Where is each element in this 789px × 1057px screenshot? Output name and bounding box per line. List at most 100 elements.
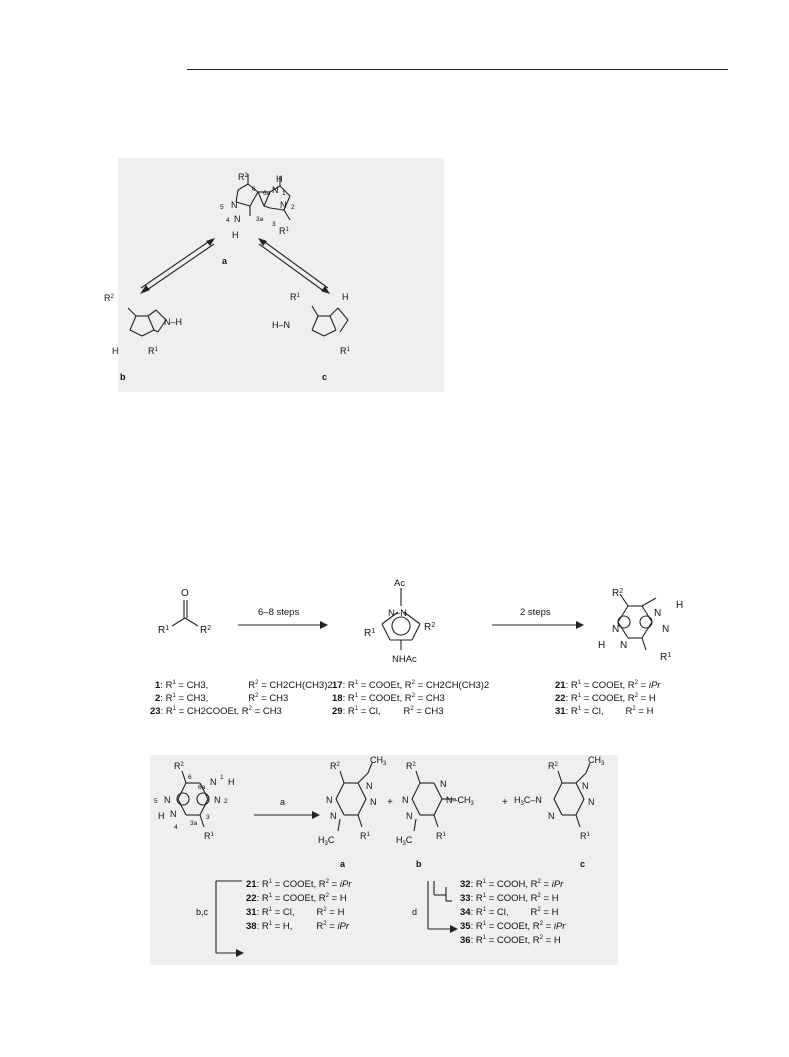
scheme2-compound-33: 33: R1 = COOH, R2 = H [460,893,559,905]
scheme2-compound-22: 22: R1 = COOEt, R2 = H [246,893,347,905]
product-structure [617,593,657,651]
product-b-n-ch3: N–CH3 [446,795,475,807]
scheme2-start-r2: R2 [174,761,185,771]
reagent-bc-label: b,c [196,907,209,917]
product-b-n-top: N [440,779,447,789]
tautomer-a-pos3a: 3a [256,216,264,223]
plus-1: + [387,797,393,808]
scheme2-compound-38: 38: R1 = H,R2 = iPr [246,921,350,933]
tautomer-a-label: a [222,256,228,266]
tautomer-a-pos5: 5 [220,204,224,211]
plus-2: + [502,797,508,808]
scheme2-start-pos6: 6 [188,774,192,781]
scheme1-compound-18: 18: R1 = COOEt, R2 = CH3 [332,693,445,705]
scheme2-start-pos2: 2 [224,798,228,805]
scheme2-start-n1: N [210,777,217,787]
product-b-r1: R1 [436,831,447,841]
tautomer-a-r2: R2 [238,172,249,182]
scheme2-start-n2: N [214,795,221,805]
tautomer-a-structure [235,174,291,221]
tautomer-a-h-top: H [276,174,283,184]
product-a-r2: R2 [330,761,341,771]
product-n-right: N [662,624,669,635]
scheme2-start-pos6a: 6a [198,784,206,791]
scheme1-compound-22: 22: R1 = COOEt, R2 = H [555,693,656,705]
equilibrium-arrow-left [140,238,215,294]
pyrazole-n-n: N–N [388,608,407,619]
pyrazole-r2: R2 [424,622,435,633]
header-rule [187,69,728,70]
scheme1-compound-17: 17: R1 = COOEt, R2 = CH2CH(CH3)2 [332,680,490,692]
scheme1-compound-2: 2: R1 = CH3,R2 = CH3 [155,693,289,705]
product-c-ch3: CH3 [588,755,605,767]
scheme2-compound-32: 32: R1 = COOH, R2 = iPr [460,879,564,891]
product-n-left: N [612,624,619,635]
scheme2-start-pos1: 1 [220,774,224,781]
product-b-h3c: H3C [396,835,413,847]
synthesis-scheme-1: O R1 R2 6–8 steps Ac N–N R1 R2 NHAc 2 st… [150,578,710,716]
scheme2-start-pos4: 4 [174,824,178,831]
product-a-structure [335,762,373,832]
scheme2-start-pos3: 3 [206,814,210,821]
tautomer-c-h-top: H [342,292,349,302]
synthesis-scheme-2-svg: R2 6 6a N 1 H N 2 5 N H N 4 3a 3 R1 a [154,755,605,957]
product-a-label: a [340,859,346,869]
product-c-h3c-n: H3C–N [514,795,542,807]
tautomer-a-r1: R1 [279,226,290,236]
scheme2-start-pos5: 5 [154,798,158,805]
tautomer-a-n1: N [272,185,279,195]
scheme2-start-h5: H [158,811,165,821]
tautomer-b-label: b [120,372,126,382]
tautomer-a-pos2: 2 [291,204,295,211]
product-b-n-bottom: N [406,811,413,821]
ketone-structure [171,600,199,627]
reagent-d-label: d [412,907,417,917]
tautomer-a-pos1: 1 [282,190,286,197]
product-r2: R2 [612,588,623,599]
synthesis-scheme-2: R2 6 6a N 1 H N 2 5 N H N 4 3a 3 R1 a [150,755,618,965]
ketone-r2: R2 [200,625,211,636]
tautomer-c-hn: H–N [272,320,290,330]
tautomer-a-n2: N [280,200,287,210]
scheme2-start-n4: N [170,809,177,819]
step1-label: 6–8 steps [258,607,299,618]
tautomer-a-n4: N [234,214,241,224]
tautomer-figure: R2 6 6a H N 1 N 2 5 N 4 N 3a 3 H R1 a [104,158,444,392]
scheme2-compound-31: 31: R1 = Cl,R2 = H [246,907,345,919]
scheme2-start-pos3a: 3a [190,820,198,827]
product-a-ch3: CH3 [370,755,387,767]
reagent-d-arrow [427,881,458,933]
scheme1-compound-23: 23: R1 = CH2COOEt, R2 = CH3 [150,706,282,718]
tautomer-c-label: c [322,372,327,382]
product-a-n1: N [366,781,373,791]
scheme1-compound-29: 29: R1 = Cl,R2 = CH3 [332,706,444,718]
product-c-r2: R2 [548,761,559,771]
product-c-n2: N [588,797,595,807]
tautomer-a-h-bottom: H [232,230,239,240]
product-b-r2: R2 [406,761,417,771]
reagent-a-label: a [280,797,285,807]
tautomer-c-structure [311,305,349,337]
tautomer-c-r1-bottom: R1 [340,346,351,356]
tautomer-b-structure [127,307,167,337]
step2-label: 2 steps [520,607,551,618]
scheme2-compound-34: 34: R1 = Cl,R2 = H [460,907,559,919]
product-c-n1: N [582,781,589,791]
pyrazole-nhac: NHAc [392,654,417,665]
equilibrium-arrow-right [258,238,330,294]
tautomer-b-h: H [112,346,119,356]
tautomer-a-pos3: 3 [272,221,276,228]
product-a-n5: N [326,795,333,805]
product-h-left: H [598,640,605,651]
product-h-top: H [676,600,683,611]
ketone-oxygen: O [181,588,189,599]
pyrazole-r1: R1 [364,628,375,639]
synthesis-scheme-1-svg: O R1 R2 6–8 steps Ac N–N R1 R2 NHAc 2 st… [158,578,683,665]
tautomer-a-n5: N [231,200,238,210]
pyrazole-ac: Ac [394,578,405,589]
tautomer-a-pos6: 6 [252,186,256,193]
product-b-structure [411,770,456,832]
pyrazole-structure [381,588,421,650]
product-c-n-bottom: N [548,811,555,821]
product-a-n4: N [330,811,337,821]
